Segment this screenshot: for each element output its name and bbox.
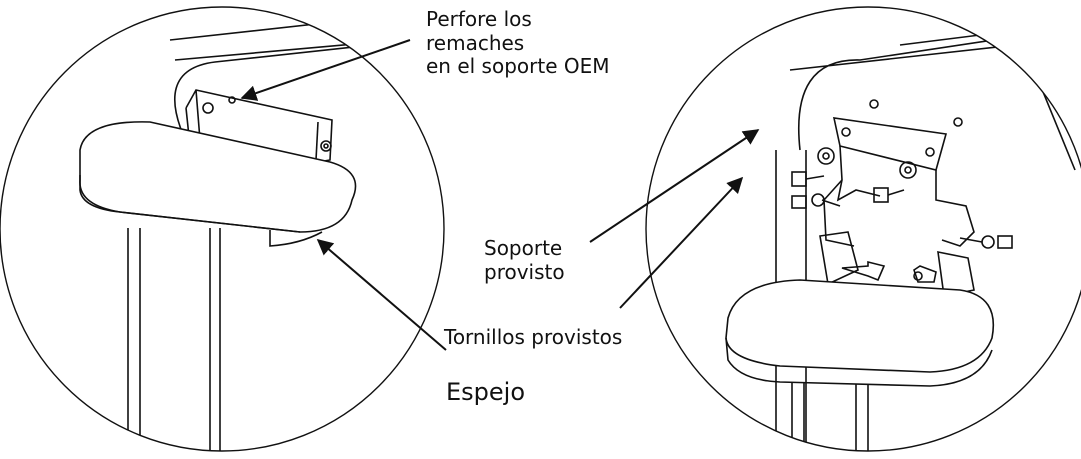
label-supplied-bolts: Tornillos provistos [444,325,623,349]
right-mirror-head [725,279,994,451]
right-detail-view [725,24,1076,451]
arrow-bracket-lower [619,176,744,309]
left-mirror-head [79,121,357,247]
left-oem-bracket [185,89,333,163]
left-pillar [127,228,221,451]
arrow-bracket-upper [589,129,760,243]
right-detail-border [645,6,1081,452]
left-detail-view [79,17,444,451]
label-supplied-bracket: Soporte provisto [484,236,565,284]
right-supplied-bracket [819,117,975,297]
left-detail-border [0,6,445,452]
right-panel-outline [775,29,1061,451]
arrow-rivets [240,39,411,101]
label-drill-rivets: Perfore los remaches en el soporte OEM [426,7,610,79]
leader-arrows [240,39,760,351]
label-mirror: Espejo [446,378,526,406]
right-hardware [791,147,1013,283]
arrow-mirror [316,238,447,351]
